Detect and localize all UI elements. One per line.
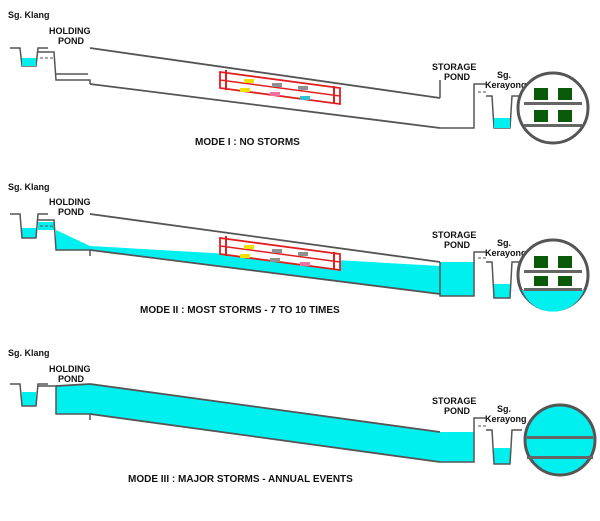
storage-pond-outline — [439, 251, 486, 297]
mode-3-panel: Sg. Klang HOLDING POND STORAGE POND Sg. … — [8, 348, 597, 485]
mode-3-title: MODE III : MAJOR STORMS - ANNUAL EVENTS — [128, 474, 353, 485]
holding-pond-label-2: POND — [58, 36, 85, 46]
motorway-deck-divider — [219, 245, 341, 263]
holding-pond-wall — [38, 51, 91, 84]
tunnel-cross-section — [523, 403, 597, 477]
vehicle-icon — [558, 110, 572, 122]
sg-kerayong-label-1: Sg. — [497, 404, 511, 414]
vehicle-icon — [534, 110, 548, 122]
kerayong-water — [494, 118, 510, 128]
sg-klang-channel — [10, 383, 48, 407]
car — [240, 88, 250, 92]
sg-kerayong-label-2: Kerayong — [485, 248, 527, 258]
car — [300, 96, 310, 100]
sg-klang-channel — [10, 213, 48, 239]
storage-pond-outline — [440, 83, 486, 129]
car — [240, 254, 250, 258]
mode-2-panel: Sg. Klang HOLDING POND STORAGE POND Sg. … — [8, 182, 590, 316]
vehicle-icon — [534, 88, 548, 100]
vehicle-icon — [534, 276, 548, 286]
car — [272, 83, 282, 87]
kerayong-channel — [486, 429, 522, 465]
tunnel-bottom-line — [89, 249, 441, 295]
car — [300, 262, 310, 266]
sg-klang-label: Sg. Klang — [8, 182, 50, 192]
sg-kerayong-label-1: Sg. — [497, 70, 511, 80]
sg-klang-label: Sg. Klang — [8, 348, 50, 358]
tunnel-bottom-line — [89, 83, 441, 129]
tunnel-water-flow — [56, 230, 440, 294]
vehicle-icon — [558, 276, 572, 286]
kerayong-water — [494, 448, 510, 464]
holding-pond-label-1: HOLDING — [49, 364, 91, 374]
storage-pond-water — [440, 262, 474, 296]
tunnel-bottom-line — [89, 413, 441, 463]
tunnel-top-line — [89, 47, 441, 99]
car — [270, 258, 280, 262]
mode-1-panel: Sg. Klang HOLDING POND STORAGE POND Sg. … — [8, 10, 590, 148]
car — [298, 86, 308, 90]
vehicle-icon — [558, 88, 572, 100]
storage-pond-label-1: STORAGE — [432, 230, 476, 240]
car — [298, 252, 308, 256]
kerayong-channel — [486, 261, 522, 299]
tunnel-top-line — [89, 213, 441, 263]
vehicle-icon — [558, 256, 572, 268]
holding-pond-label-2: POND — [58, 374, 85, 384]
car — [272, 249, 282, 253]
tunnel-top-line — [55, 383, 91, 387]
tunnel-cross-section — [516, 238, 590, 312]
motorway-deck-divider — [219, 79, 341, 97]
storage-pond-label-1: STORAGE — [432, 396, 476, 406]
sg-kerayong-label-2: Kerayong — [485, 414, 527, 424]
storage-pond-outline — [440, 417, 486, 463]
storage-pond-label-2: POND — [444, 406, 471, 416]
tunnel-top-line — [89, 383, 441, 433]
storage-pond-label-2: POND — [444, 72, 471, 82]
storage-pond-label-2: POND — [444, 240, 471, 250]
mode-1-title: MODE I : NO STORMS — [195, 137, 300, 148]
car — [270, 92, 280, 96]
mode-2-title: MODE II : MOST STORMS - 7 TO 10 TIMES — [140, 305, 340, 316]
holding-pond-label-2: POND — [58, 207, 85, 217]
sg-klang-water — [22, 58, 36, 66]
sg-klang-water — [22, 392, 36, 406]
sg-klang-water — [22, 228, 36, 238]
tunnel-cross-section — [516, 71, 590, 145]
motorway-deck-frame — [219, 70, 341, 106]
kerayong-water — [494, 284, 510, 298]
storage-pond-label-1: STORAGE — [432, 62, 476, 72]
sg-kerayong-label-1: Sg. — [497, 238, 511, 248]
sg-klang-label: Sg. Klang — [8, 10, 50, 20]
holding-pond-wall — [38, 219, 91, 256]
holding-pond-wall — [38, 385, 91, 420]
car — [244, 245, 254, 249]
sg-kerayong-label-2: Kerayong — [485, 80, 527, 90]
holding-pond-label-1: HOLDING — [49, 26, 91, 36]
storage-pond-water — [440, 432, 474, 462]
holding-pond-label-1: HOLDING — [49, 197, 91, 207]
vehicle-icon — [534, 256, 548, 268]
car — [244, 79, 254, 83]
tunnel-water-full — [56, 384, 440, 462]
